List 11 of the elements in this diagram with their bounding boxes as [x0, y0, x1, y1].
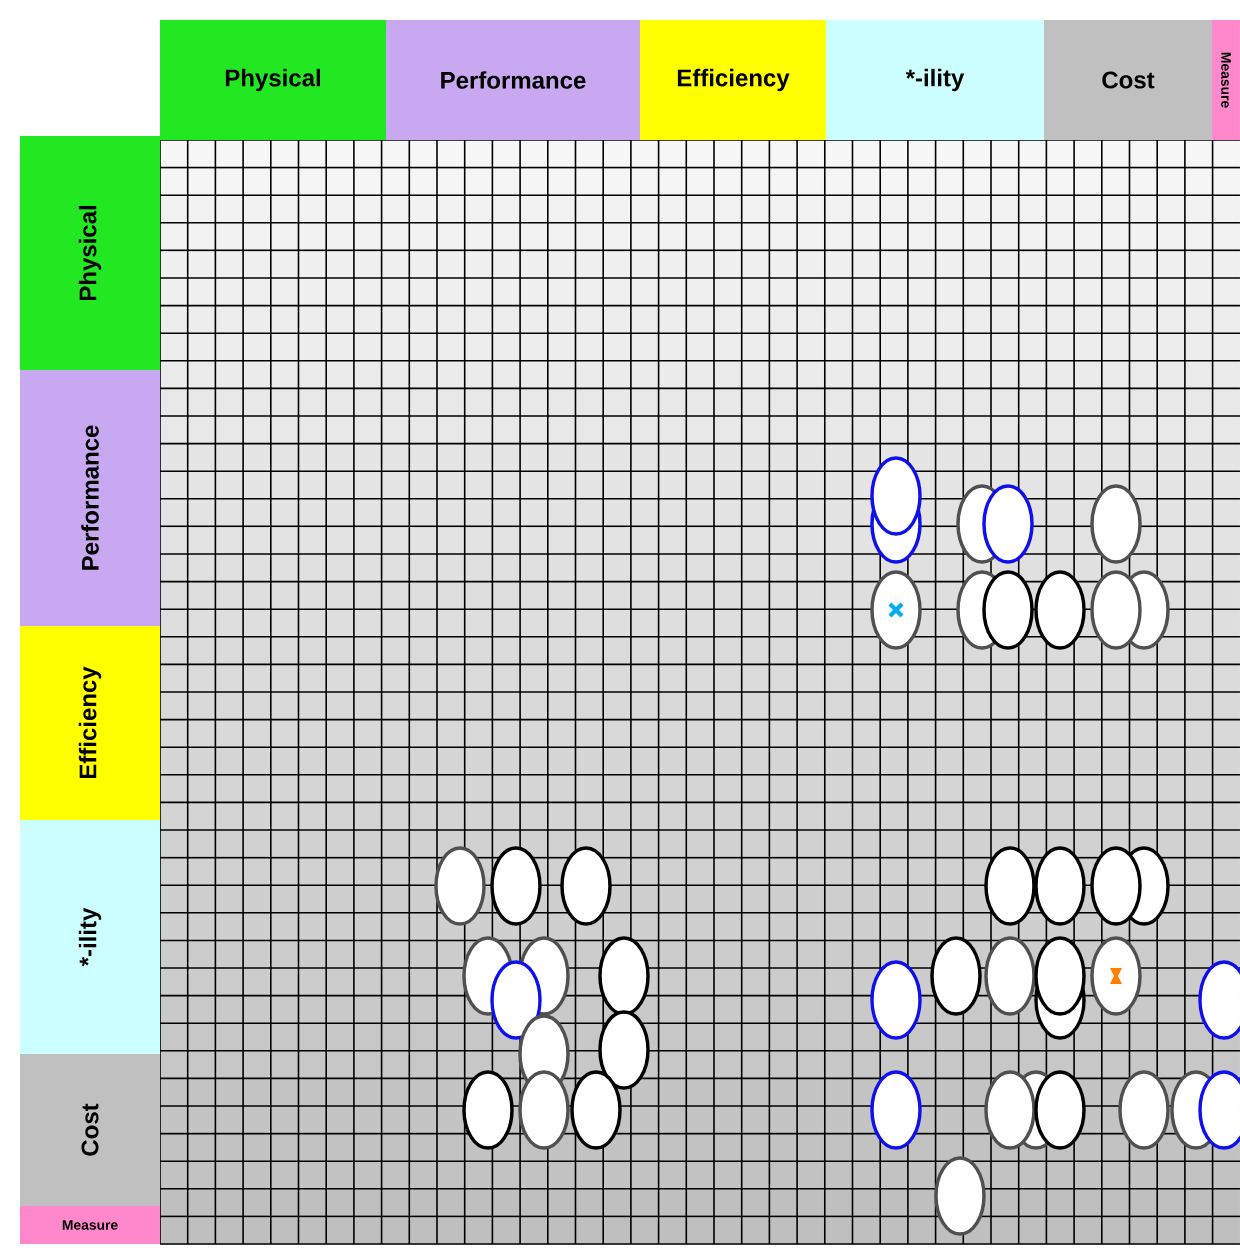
header-cell: *-ility — [20, 820, 160, 1054]
header-cell: Cost — [1044, 20, 1212, 140]
header-cell: Physical — [20, 136, 160, 370]
header-cell: Performance — [386, 20, 640, 140]
header-cell: *-ility — [826, 20, 1044, 140]
node-label: Cost — [81, 1103, 99, 1156]
header-cell: Cost — [20, 1054, 160, 1206]
header-cell: Physical — [160, 20, 386, 140]
header-cell: Efficiency — [640, 20, 826, 140]
header-cell: Performance — [20, 370, 160, 626]
header-cell: Efficiency — [20, 626, 160, 820]
